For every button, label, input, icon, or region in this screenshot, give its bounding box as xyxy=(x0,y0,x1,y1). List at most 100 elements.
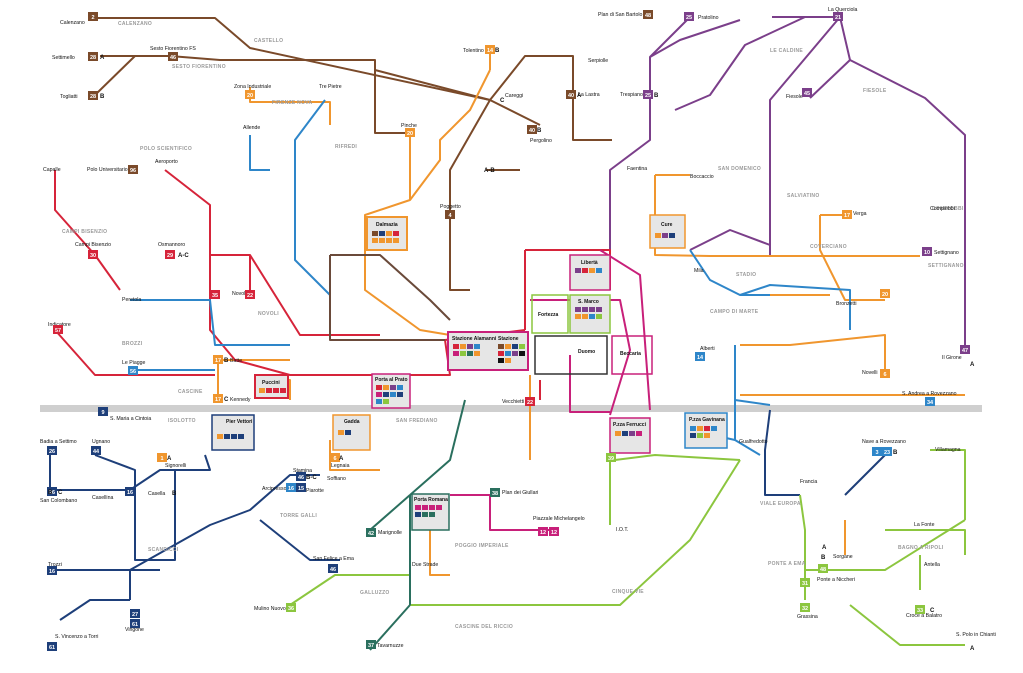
line-badge[interactable]: 6 xyxy=(330,453,340,462)
line-badge[interactable]: 32 xyxy=(800,603,810,612)
hub-pier-vettori[interactable]: Pier Vettori xyxy=(211,414,255,451)
line-badge[interactable]: 29 xyxy=(165,250,175,259)
stop-label: Faentina xyxy=(627,166,647,172)
svg-text:56: 56 xyxy=(130,369,136,375)
line-badge[interactable]: 28 xyxy=(88,91,98,100)
hub-label: Libertà xyxy=(581,260,598,266)
line-badge[interactable]: 14 xyxy=(485,45,495,54)
line-badge[interactable]: 30 xyxy=(88,250,98,259)
district-label: TORRE GALLI xyxy=(280,513,317,519)
stop-label: Bronzetti xyxy=(836,301,856,307)
line-badge[interactable]: 16 xyxy=(125,487,135,496)
hub-piazza-gavinana[interactable]: P.zza Gavinana xyxy=(684,412,728,449)
line-badge[interactable]: 48 xyxy=(818,564,828,573)
line-badge[interactable]: 23 xyxy=(882,447,892,456)
line-badge[interactable]: 61 xyxy=(130,619,140,628)
line-badge[interactable]: 25 xyxy=(684,12,694,21)
stop-label: Grassina xyxy=(797,614,818,620)
stop-label: Antella xyxy=(924,562,940,568)
line-badge[interactable]: 6 xyxy=(880,369,890,378)
svg-text:17: 17 xyxy=(215,358,221,364)
line-badge[interactable]: 17 xyxy=(842,210,852,219)
line-badge[interactable]: 20 xyxy=(245,90,255,99)
line-badge[interactable]: 56 xyxy=(128,366,138,375)
hub-label: Porta al Prato xyxy=(375,377,408,383)
line-badge[interactable]: 15 xyxy=(296,483,306,492)
line-badge[interactable]: 4 xyxy=(445,210,455,219)
line-badge[interactable]: 20 xyxy=(405,128,415,137)
line-badge[interactable]: 1 xyxy=(157,453,167,462)
line-badge[interactable]: 40 xyxy=(566,90,576,99)
line-badge[interactable]: 22 xyxy=(245,290,255,299)
line-badge[interactable]: 31 xyxy=(800,578,810,587)
svg-text:40: 40 xyxy=(568,93,574,99)
line-badge[interactable]: 42 xyxy=(366,528,376,537)
line-badge[interactable]: 38 xyxy=(490,488,500,497)
line-badge[interactable]: 96 xyxy=(128,165,138,174)
svg-text:4: 4 xyxy=(448,213,452,219)
line-badge[interactable]: 44 xyxy=(91,446,101,455)
line-badge[interactable]: 46 xyxy=(296,472,306,481)
stop-label: Pergolino xyxy=(530,138,552,144)
line-badge[interactable]: 20 xyxy=(880,289,890,298)
line-badge[interactable]: 34 xyxy=(925,397,935,406)
hub-porta-romana[interactable]: Porta Romana xyxy=(411,493,450,531)
line-badge[interactable]: 33 xyxy=(915,605,925,614)
line-badge[interactable]: 27 xyxy=(130,609,140,618)
stop-label: Peretola xyxy=(122,297,141,303)
line-brown xyxy=(94,17,612,291)
svg-text:36: 36 xyxy=(288,606,294,612)
hub-gadda[interactable]: Gadda xyxy=(332,414,371,451)
line-badge[interactable]: 39 xyxy=(606,453,616,462)
hub-porta-al-prato[interactable]: Porta al Prato xyxy=(371,373,411,409)
line-badge[interactable]: 14 xyxy=(695,352,705,361)
line-badge[interactable]: 26 xyxy=(47,487,57,496)
line-badge[interactable]: 46 xyxy=(168,52,178,61)
line-badge[interactable]: 2 xyxy=(88,12,98,21)
line-badge[interactable]: 48 xyxy=(643,10,653,19)
district-label: SALVIATINO xyxy=(787,193,820,199)
line-badge[interactable]: 57 xyxy=(53,325,63,334)
line-badge[interactable]: 46 xyxy=(328,564,338,573)
stop-label: Le Piagge xyxy=(122,360,145,366)
line-badge[interactable]: 16 xyxy=(286,483,296,492)
line-badge[interactable]: 35 xyxy=(210,290,220,299)
stop-label: Il Girone xyxy=(942,355,962,361)
line-badge[interactable]: 12 xyxy=(538,527,548,536)
hub-label: Stazione xyxy=(498,336,519,342)
stop-label: Togliatti xyxy=(60,94,78,100)
hub-stazione[interactable]: Stazione Alamanni Stazione xyxy=(447,331,529,371)
line-badge[interactable]: 36 xyxy=(286,603,296,612)
svg-text:6: 6 xyxy=(883,372,886,378)
line-badge[interactable]: 47 xyxy=(960,345,970,354)
line-badge[interactable]: 9 xyxy=(98,407,108,416)
line-badge[interactable]: 17 xyxy=(213,355,223,364)
hub-liberta[interactable]: Libertà xyxy=(569,254,611,291)
line-badge[interactable]: 28 xyxy=(88,52,98,61)
line-badge[interactable]: 21 xyxy=(833,12,843,21)
line-badge[interactable]: 37 xyxy=(366,640,376,649)
svg-text:44: 44 xyxy=(93,449,100,455)
line-badge[interactable]: 25 xyxy=(643,90,653,99)
hub-dalmazia[interactable]: Dalmazia xyxy=(366,216,408,251)
hub-cure[interactable]: Cure xyxy=(649,214,686,249)
svg-text:47: 47 xyxy=(962,348,968,354)
line-badge[interactable]: 16 xyxy=(47,566,57,575)
district-label: COMPIOBBI xyxy=(932,206,964,212)
hub-label: S. Marco xyxy=(578,299,599,305)
line-badge[interactable]: 61 xyxy=(47,642,57,651)
line-badge[interactable]: 40 xyxy=(527,125,537,134)
line-badge[interactable]: 10 xyxy=(922,247,932,256)
stop-label: S. Andrea a Rovezzano xyxy=(902,391,957,397)
hub-puccini[interactable]: Puccini xyxy=(254,374,289,399)
line-badge[interactable]: 12 xyxy=(549,527,559,536)
stop-label: Villamagna xyxy=(935,447,961,453)
hub-s-marco[interactable]: S. Marco xyxy=(569,294,611,334)
line-badge[interactable]: 45 xyxy=(802,88,812,97)
hub-piazza-ferrucci[interactable]: P.zza Ferrucci xyxy=(609,417,651,454)
line-badge[interactable]: 26 xyxy=(47,446,57,455)
stop-label: La Fonte xyxy=(914,522,935,528)
line-badge[interactable]: 22 xyxy=(525,397,535,406)
line-badge[interactable]: 17 xyxy=(213,394,223,403)
line-badge[interactable]: 3 xyxy=(872,447,882,456)
